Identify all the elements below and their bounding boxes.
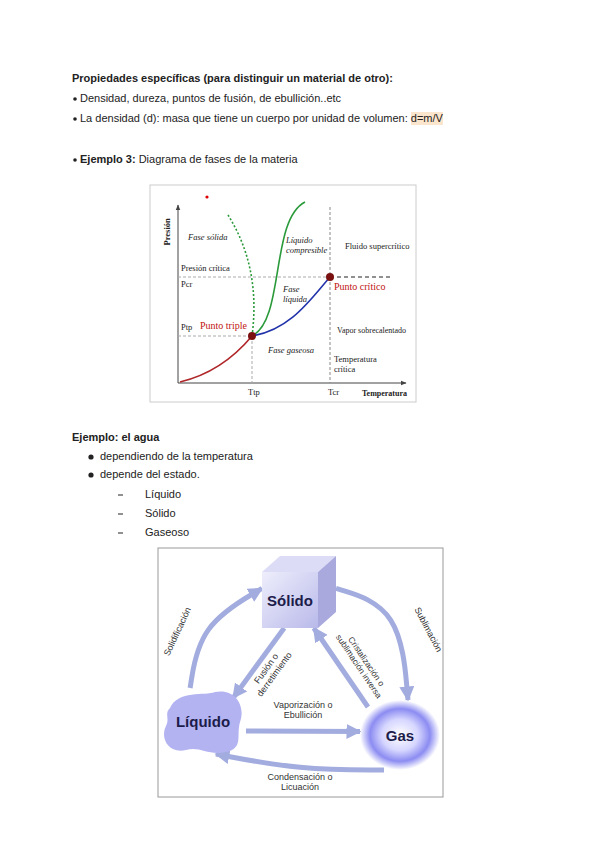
state-node: Sólido <box>262 556 336 628</box>
axis-value: Temperatura crítica <box>334 355 386 375</box>
image-frame <box>150 185 416 402</box>
list-item: Líquido <box>145 488 181 501</box>
axis-value: Ptp <box>181 323 192 333</box>
heading: Ejemplo: el agua <box>72 431 159 444</box>
list-item: Sólido <box>145 507 176 520</box>
phase-label: Fase líquida <box>283 285 319 305</box>
region-label: Vapor sobrecalentado <box>337 326 406 335</box>
axis-value: Tcr <box>328 388 339 398</box>
axis-value: Presión crítica <box>181 264 230 274</box>
state-node: Gas <box>360 700 440 770</box>
state-name: Gas <box>360 700 440 770</box>
image-frame <box>158 548 443 797</box>
axis-value: Pcr <box>181 280 192 290</box>
list-item: Gaseoso <box>145 526 189 539</box>
transition-arrow <box>246 728 360 734</box>
heading: Propiedades específicas (para distinguir… <box>72 72 393 85</box>
body-text: La densidad (d): masa que tiene un cuerp… <box>80 112 408 125</box>
dashes <box>118 495 123 533</box>
critical-point <box>326 273 334 281</box>
transition-arrow <box>216 754 384 770</box>
example-title: Ejemplo 3: <box>80 153 136 166</box>
point-label: Punto crítico <box>334 281 385 293</box>
state-name: Líquido <box>160 688 246 754</box>
transition-label: Vaporización o Ebullición <box>261 701 345 721</box>
list-item: dependiendo de la temperatura <box>100 450 253 463</box>
formula: d=m/V <box>411 112 443 125</box>
region-label: Fluido supercrítico <box>345 242 409 252</box>
phase-label: Fase sólida <box>188 233 227 243</box>
triple-point <box>248 332 256 340</box>
state-name: Sólido <box>262 572 318 628</box>
list-item: depende del estado. <box>100 468 200 481</box>
axis-label: Presión <box>163 218 173 245</box>
phase-label: Líquido compresible <box>286 236 338 256</box>
phase-curves <box>180 202 330 382</box>
state-node: Líquido <box>160 688 246 754</box>
axes <box>178 205 406 383</box>
body-text: Densidad, dureza, puntos de fusión, de e… <box>80 92 341 105</box>
body-text: Diagrama de fases de la materia <box>139 153 298 166</box>
axis-label: Temperatura <box>362 389 407 398</box>
point-label: Punto triple <box>200 320 247 332</box>
axis-value: Ttp <box>248 388 260 398</box>
phase-label: Fase gaseosa <box>268 346 314 356</box>
red-dot <box>205 195 208 198</box>
transition-label: Condensación o Licuación <box>258 773 342 793</box>
